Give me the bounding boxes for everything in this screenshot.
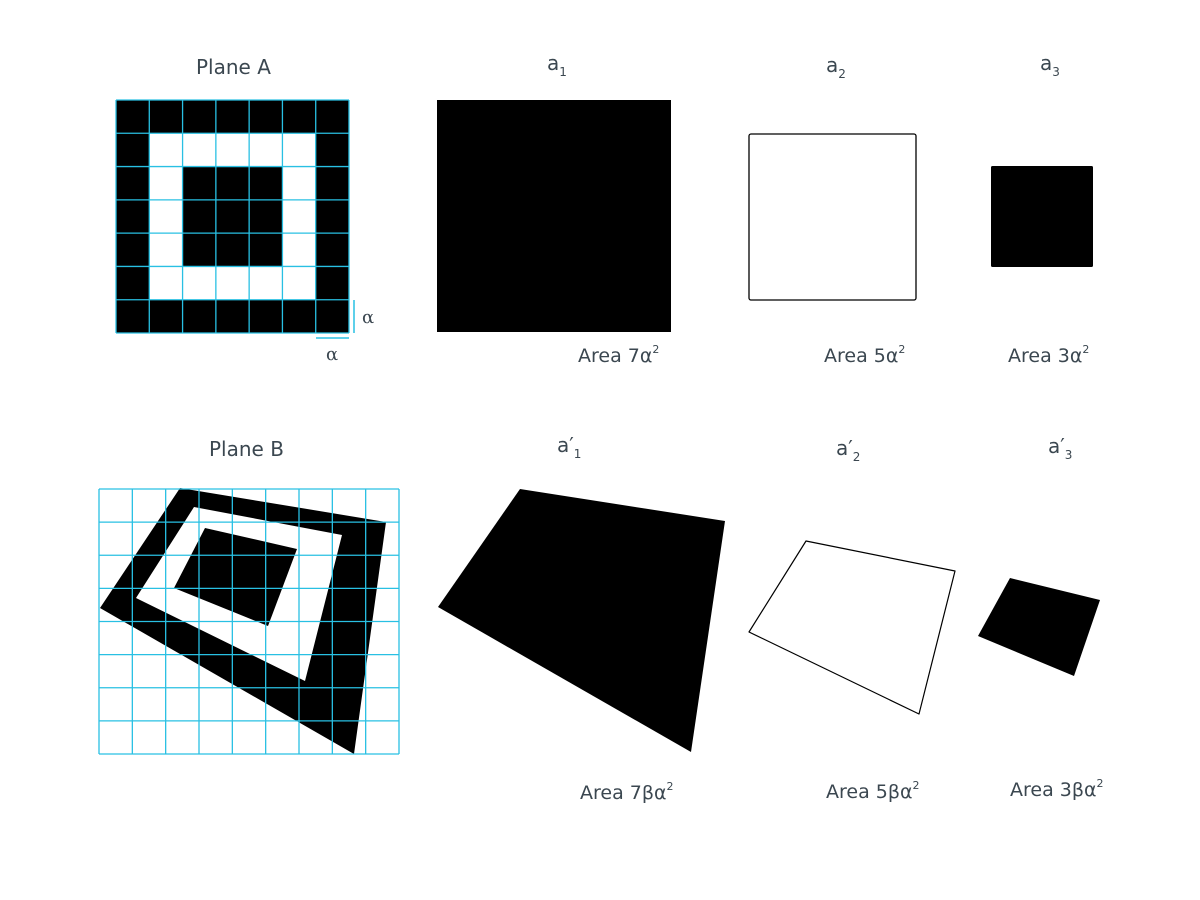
shape-a3 <box>991 166 1093 267</box>
plane-b-inner-quad <box>174 528 297 626</box>
shape-a3-label: a3 <box>1040 51 1060 79</box>
shape-b2-label: a′2 <box>836 436 860 464</box>
plane-a-title: Plane A <box>196 55 271 79</box>
plane-a-inner-square <box>182 166 283 267</box>
plane-a-grid <box>115 99 350 334</box>
shape-b2-area: Area 5βα2 <box>826 779 920 803</box>
shape-b2 <box>748 540 956 715</box>
shape-a2-area: Area 5α2 <box>824 343 905 367</box>
shape-b3-area: Area 3βα2 <box>1010 777 1104 801</box>
shape-a2-label: a2 <box>826 53 846 81</box>
shape-a1 <box>437 100 671 332</box>
plane-a-pattern <box>116 100 349 333</box>
alpha-horizontal-label: α <box>326 344 338 365</box>
shape-b1-area: Area 7βα2 <box>580 780 674 804</box>
shape-b1-label: a′1 <box>557 433 581 461</box>
plane-b-grid <box>98 488 400 755</box>
plane-b-title: Plane B <box>209 437 284 461</box>
shape-b1 <box>438 489 725 752</box>
shape-b3 <box>978 578 1100 676</box>
shape-a2 <box>748 133 917 301</box>
shape-b3-label: a′3 <box>1048 434 1072 462</box>
shape-a3-area: Area 3α2 <box>1008 343 1089 367</box>
shape-a1-area: Area 7α2 <box>578 343 659 367</box>
alpha-vertical-label: α <box>362 307 374 328</box>
shape-a1-label: a1 <box>547 51 567 79</box>
